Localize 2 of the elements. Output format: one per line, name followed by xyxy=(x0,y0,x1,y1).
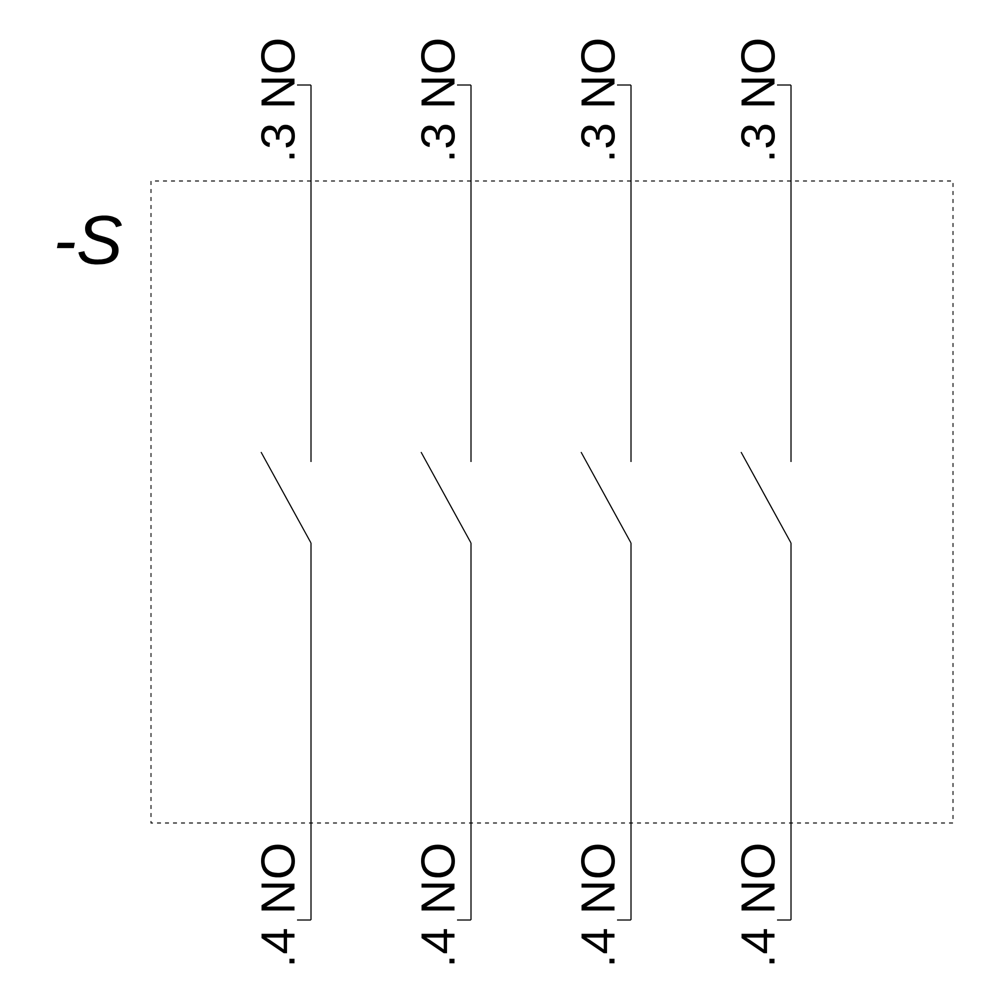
device-tag: -S xyxy=(56,215,122,265)
dashed-enclosure xyxy=(150,180,954,824)
